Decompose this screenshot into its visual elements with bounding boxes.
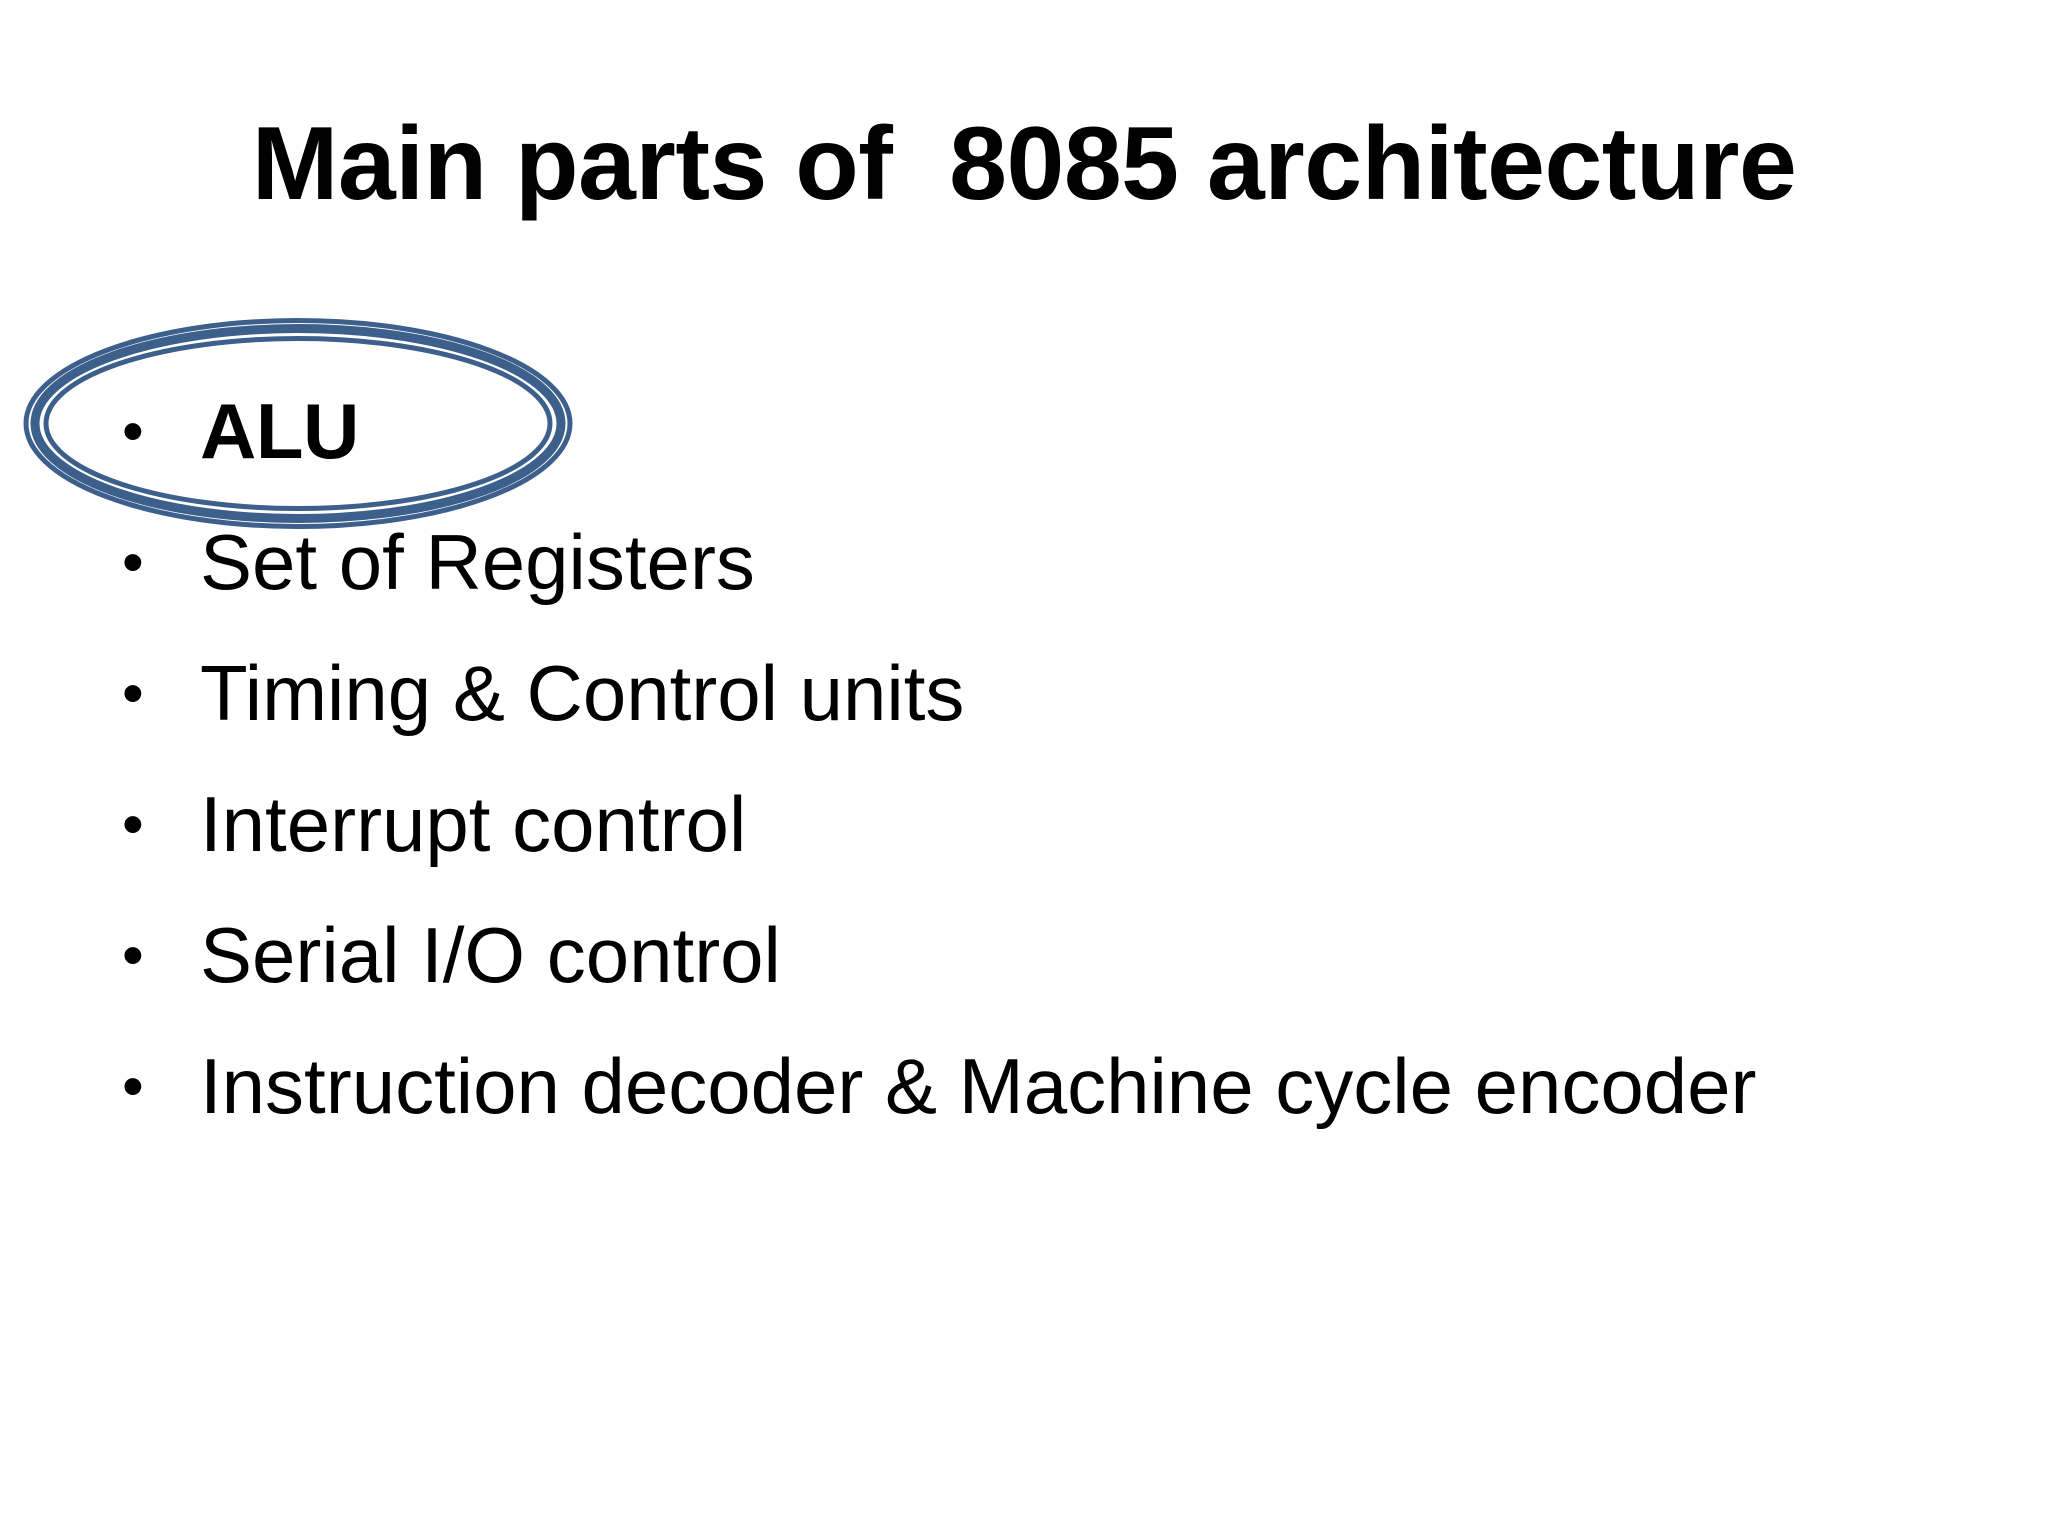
list-item: • ALU xyxy=(0,366,2048,497)
list-item-label: Serial I/O control xyxy=(200,911,781,999)
bullet-point-icon: • xyxy=(122,790,144,859)
bullet-point-icon: • xyxy=(122,528,144,597)
list-item: • Set of Registers xyxy=(0,497,2048,628)
bullet-point-icon: • xyxy=(122,397,144,466)
list-item: • Instruction decoder & Machine cycle en… xyxy=(0,1021,2048,1152)
list-item-label: Instruction decoder & Machine cycle enco… xyxy=(200,1042,1757,1130)
bullet-point-icon: • xyxy=(122,921,144,990)
bullet-list: • ALU • Set of Registers • Timing & Cont… xyxy=(0,366,2048,1152)
list-item-label: ALU xyxy=(200,387,359,475)
list-item: • Interrupt control xyxy=(0,759,2048,890)
list-item-label: Set of Registers xyxy=(200,518,755,606)
list-item: • Timing & Control units xyxy=(0,628,2048,759)
bullet-point-icon: • xyxy=(122,659,144,728)
list-item: • Serial I/O control xyxy=(0,890,2048,1021)
bullet-point-icon: • xyxy=(122,1052,144,1121)
page-title: Main parts of 8085 architecture xyxy=(251,106,1797,222)
list-item-label: Timing & Control units xyxy=(200,649,965,737)
list-item-label: Interrupt control xyxy=(200,780,747,868)
